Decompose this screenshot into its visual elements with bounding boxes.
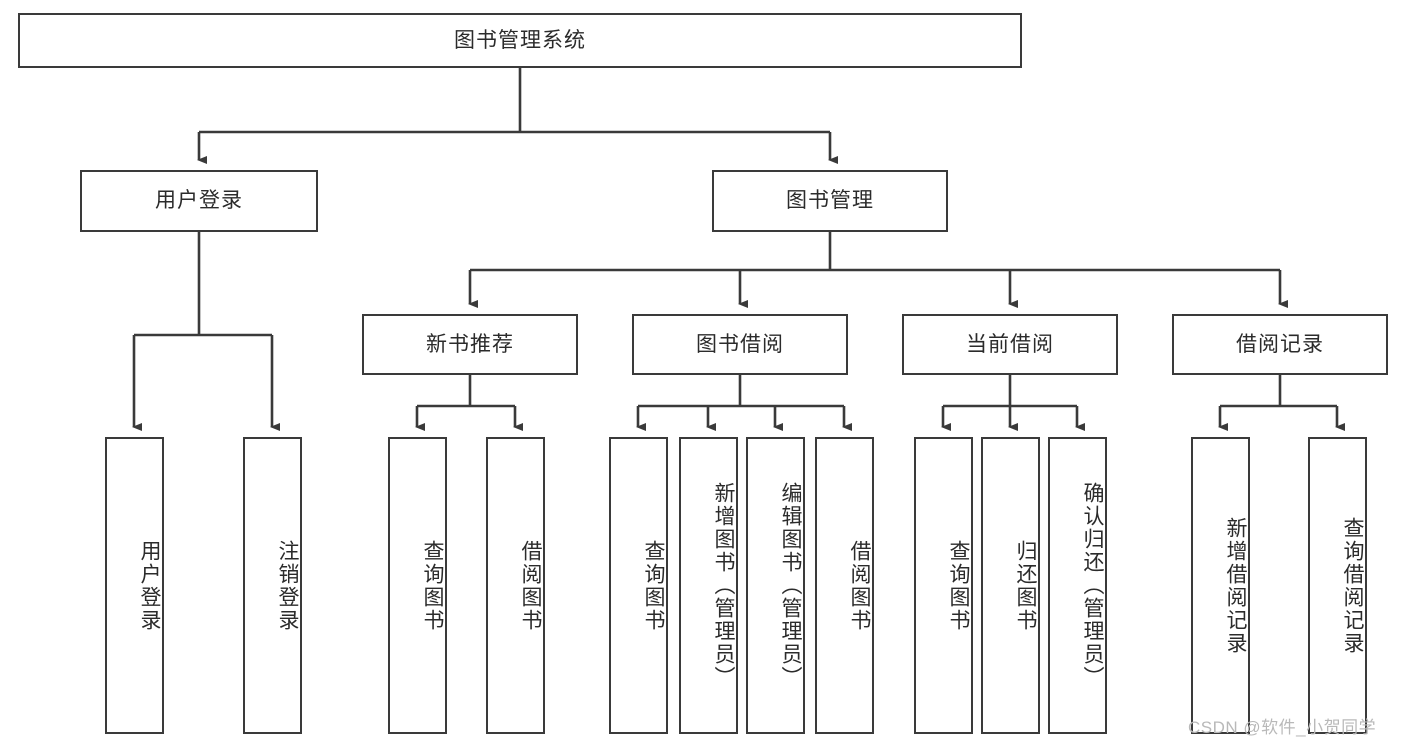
node-borrow-record[interactable]: 借阅记录 [1172,314,1388,375]
node-leaf-edit-book-label: 编辑图书（管理员） [779,482,802,689]
node-leaf-logout-login-label: 注销登录 [276,539,299,632]
node-leaf-query-book-3[interactable]: 查询图书 [914,437,973,734]
node-leaf-query-book-3-label: 查询图书 [947,539,970,632]
node-leaf-query-book-2[interactable]: 查询图书 [609,437,668,734]
node-book-borrow[interactable]: 图书借阅 [632,314,848,375]
node-leaf-confirm-return-label: 确认归还（管理员） [1081,482,1104,689]
node-leaf-query-record[interactable]: 查询借阅记录 [1308,437,1367,734]
node-borrow-record-label: 借阅记录 [1236,332,1324,356]
node-leaf-logout-login[interactable]: 注销登录 [243,437,302,734]
node-leaf-add-record-label: 新增借阅记录 [1224,516,1247,655]
node-new-book-recommend-label: 新书推荐 [426,332,514,356]
node-leaf-user-login[interactable]: 用户登录 [105,437,164,734]
node-leaf-borrow-book-1[interactable]: 借阅图书 [486,437,545,734]
node-leaf-query-record-label: 查询借阅记录 [1341,516,1364,655]
node-current-borrow-label: 当前借阅 [966,332,1054,356]
node-book-management-label: 图书管理 [786,189,874,213]
node-user-login[interactable]: 用户登录 [80,170,318,232]
node-leaf-return-book[interactable]: 归还图书 [981,437,1040,734]
node-leaf-borrow-book-2-label: 借阅图书 [848,539,871,632]
node-book-borrow-label: 图书借阅 [696,332,784,356]
node-leaf-query-book-2-label: 查询图书 [642,539,665,632]
node-leaf-query-book-1-label: 查询图书 [421,539,444,632]
node-leaf-return-book-label: 归还图书 [1014,539,1037,632]
node-leaf-user-login-label: 用户登录 [138,539,161,632]
node-leaf-borrow-book-1-label: 借阅图书 [519,539,542,632]
node-book-management[interactable]: 图书管理 [712,170,948,232]
node-new-book-recommend[interactable]: 新书推荐 [362,314,578,375]
node-user-login-label: 用户登录 [155,189,243,213]
node-leaf-confirm-return[interactable]: 确认归还（管理员） [1048,437,1107,734]
node-leaf-add-record[interactable]: 新增借阅记录 [1191,437,1250,734]
node-leaf-borrow-book-2[interactable]: 借阅图书 [815,437,874,734]
node-root-label: 图书管理系统 [454,28,586,52]
node-current-borrow[interactable]: 当前借阅 [902,314,1118,375]
node-leaf-edit-book[interactable]: 编辑图书（管理员） [746,437,805,734]
node-leaf-add-book[interactable]: 新增图书（管理员） [679,437,738,734]
node-leaf-add-book-label: 新增图书（管理员） [712,482,735,689]
node-root[interactable]: 图书管理系统 [18,13,1022,68]
node-leaf-query-book-1[interactable]: 查询图书 [388,437,447,734]
csdn-watermark: CSDN @软件_小贺同学 [1188,718,1377,737]
